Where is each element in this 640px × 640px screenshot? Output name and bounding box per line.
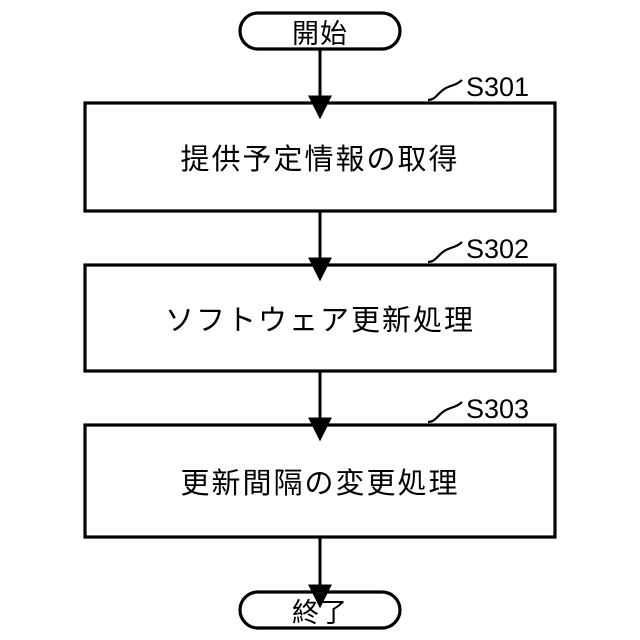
node-s301-shape	[83, 101, 557, 213]
node-s303-shape	[83, 423, 557, 539]
leader-line-s302	[427, 241, 463, 264]
leader-line-s301	[427, 79, 463, 102]
step-label-s303: S303	[466, 394, 530, 424]
step-label-s301: S301	[466, 72, 530, 102]
node-s302-shape	[83, 263, 557, 373]
node-start-shape	[238, 11, 402, 51]
leader-line-s303	[427, 401, 463, 424]
node-end-shape	[238, 590, 402, 630]
step-label-s302: S302	[466, 234, 530, 264]
